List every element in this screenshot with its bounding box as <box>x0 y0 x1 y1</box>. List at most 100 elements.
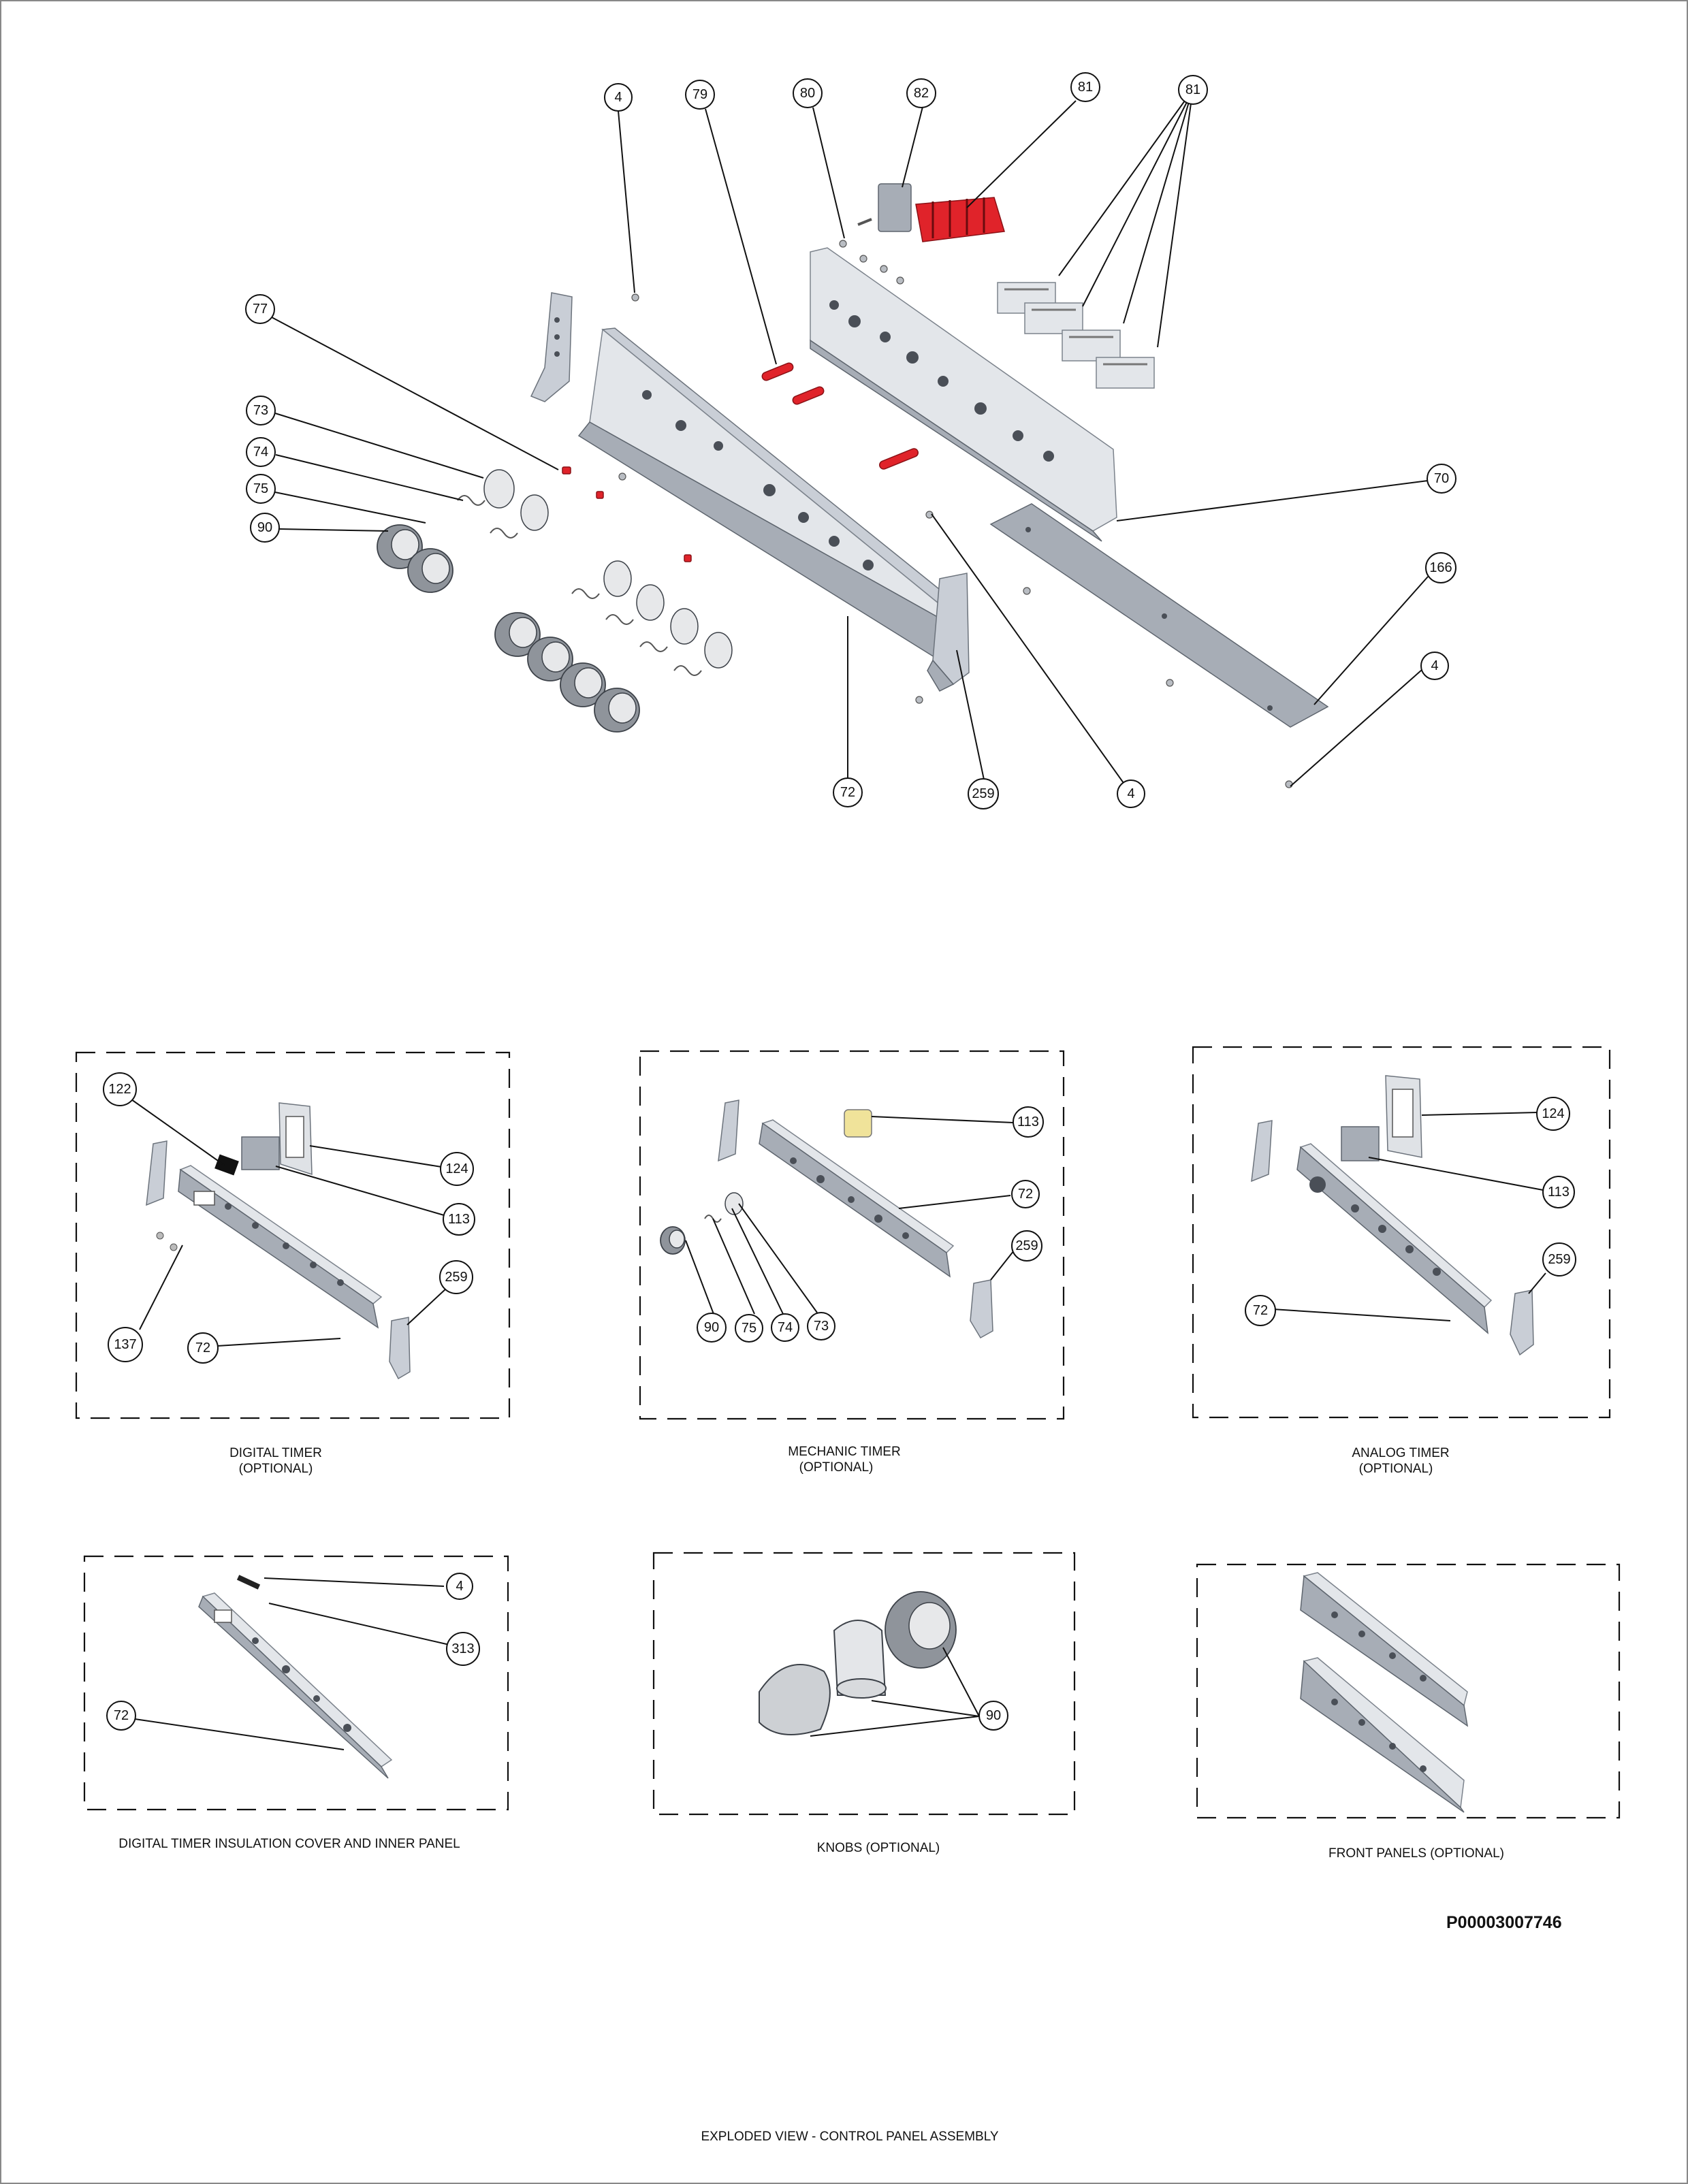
callout-balloon: 113 <box>1013 1106 1044 1138</box>
option-mechanic-timer: 113 72 259 90 75 74 73 MECHANIC TIMER (O… <box>639 1050 1065 1475</box>
dashed-frame <box>1196 1563 1621 1819</box>
svg-text:74: 74 <box>778 1320 793 1335</box>
svg-text:81: 81 <box>1185 82 1200 97</box>
svg-text:4: 4 <box>456 1579 463 1594</box>
svg-text:75: 75 <box>253 481 268 496</box>
main-leader-lines <box>271 100 1429 787</box>
callout-balloon: 73 <box>807 1312 835 1340</box>
callout-balloon: 4 <box>446 1573 473 1600</box>
dashed-frame <box>1192 1046 1611 1419</box>
callout-balloon: 81 <box>1070 72 1100 102</box>
svg-text:313: 313 <box>451 1641 474 1656</box>
callout-balloon: 90 <box>250 513 280 543</box>
option-front-panels: FRONT PANELS (OPTIONAL) <box>1196 1563 1621 1861</box>
callout-balloon: 166 <box>1425 552 1456 583</box>
callout-balloon: 72 <box>187 1332 219 1364</box>
svg-text:72: 72 <box>840 785 855 800</box>
svg-text:259: 259 <box>972 786 994 801</box>
knobs-group <box>377 469 733 733</box>
callout-balloon: 77 <box>245 294 275 324</box>
switch-modules <box>997 282 1155 389</box>
svg-text:74: 74 <box>253 445 268 460</box>
svg-text:70: 70 <box>1434 471 1449 486</box>
left-bracket <box>530 292 573 402</box>
rear-inner-panel <box>810 247 1117 542</box>
callout-balloon: 4 <box>604 83 633 112</box>
svg-text:72: 72 <box>1018 1187 1033 1202</box>
main-callouts: 4 79 80 82 81 81 77 73 74 75 90 70 166 4… <box>245 72 1456 809</box>
option-digital-timer: 122 124 113 259 137 72 DIGITAL TIMER (OP… <box>75 1051 511 1476</box>
callout-balloon: 73 <box>246 396 276 425</box>
caption-line2: (OPTIONAL) <box>799 1460 874 1475</box>
front-panel-lower <box>1300 1657 1465 1813</box>
svg-text:90: 90 <box>257 520 272 535</box>
svg-text:73: 73 <box>814 1319 829 1334</box>
svg-text:259: 259 <box>445 1270 467 1285</box>
svg-text:72: 72 <box>114 1708 129 1723</box>
option-insulation-cover: 4 313 72 DIGITAL TIMER INSULATION COVER … <box>83 1555 509 1851</box>
front-panel-upper <box>1300 1572 1469 1727</box>
caption-line1: DIGITAL TIMER <box>229 1446 322 1460</box>
part-number: P00003007746 <box>1446 1913 1562 1932</box>
svg-text:90: 90 <box>704 1320 719 1335</box>
svg-text:81: 81 <box>1078 80 1093 95</box>
svg-text:82: 82 <box>914 86 929 101</box>
option-analog-timer: 124 113 259 72 ANALOG TIMER (OPTIONAL) <box>1192 1046 1611 1476</box>
svg-text:79: 79 <box>692 87 707 102</box>
callout-balloon: 82 <box>906 78 936 108</box>
callout-balloon: 124 <box>1536 1097 1570 1131</box>
svg-text:73: 73 <box>253 403 268 418</box>
callout-balloon: 70 <box>1427 464 1456 494</box>
main-exploded-view: 4 79 80 82 81 81 77 73 74 75 90 70 166 4… <box>245 72 1456 809</box>
callout-balloon: 113 <box>1542 1176 1575 1208</box>
svg-text:80: 80 <box>800 86 815 101</box>
callout-balloon: 72 <box>1245 1295 1276 1326</box>
callout-balloon: 259 <box>1542 1242 1576 1276</box>
drawing-title: EXPLODED VIEW - CONTROL PANEL ASSEMBLY <box>701 2130 998 2144</box>
caption-line2: (OPTIONAL) <box>239 1462 313 1476</box>
caption-line1: FRONT PANELS (OPTIONAL) <box>1328 1846 1504 1861</box>
svg-text:90: 90 <box>986 1708 1001 1723</box>
callout-balloon: 81 <box>1178 75 1208 105</box>
switch-block <box>857 183 1005 242</box>
svg-text:4: 4 <box>1431 658 1438 673</box>
svg-text:113: 113 <box>1017 1114 1039 1129</box>
svg-text:75: 75 <box>742 1321 757 1336</box>
svg-text:124: 124 <box>1542 1106 1564 1121</box>
svg-text:72: 72 <box>1253 1303 1268 1318</box>
svg-text:137: 137 <box>114 1337 136 1352</box>
bottom-plate <box>989 503 1329 728</box>
svg-text:113: 113 <box>1548 1185 1570 1200</box>
dashed-frame <box>652 1552 1076 1816</box>
dashed-frame <box>83 1555 509 1811</box>
callout-balloon: 259 <box>439 1260 473 1294</box>
dashed-frame <box>639 1050 1065 1420</box>
screws <box>618 240 1293 788</box>
front-control-panel <box>577 327 951 658</box>
callout-balloon: 75 <box>246 474 276 504</box>
callout-balloon: 122 <box>103 1072 137 1106</box>
callout-balloon: 90 <box>978 1701 1008 1731</box>
svg-text:259: 259 <box>1548 1252 1570 1267</box>
caption-line1: ANALOG TIMER <box>1352 1446 1449 1460</box>
svg-text:4: 4 <box>614 90 622 105</box>
svg-text:4: 4 <box>1127 786 1134 801</box>
callout-balloon: 259 <box>1011 1230 1042 1262</box>
svg-text:259: 259 <box>1015 1238 1038 1253</box>
callout-balloon: 72 <box>106 1701 136 1731</box>
callout-balloon: 4 <box>1117 780 1145 808</box>
callout-balloon: 74 <box>771 1313 799 1342</box>
callout-balloon: 124 <box>440 1152 474 1186</box>
svg-text:113: 113 <box>448 1212 470 1227</box>
svg-text:166: 166 <box>1429 560 1452 575</box>
callout-balloon: 90 <box>697 1313 727 1343</box>
red-rods <box>562 362 919 562</box>
caption-line2: (OPTIONAL) <box>1359 1462 1433 1476</box>
svg-text:124: 124 <box>445 1161 468 1176</box>
callout-balloon: 72 <box>833 777 863 807</box>
callout-balloon: 72 <box>1011 1180 1040 1208</box>
callout-balloon: 137 <box>108 1327 143 1362</box>
callout-balloon: 75 <box>735 1314 763 1343</box>
